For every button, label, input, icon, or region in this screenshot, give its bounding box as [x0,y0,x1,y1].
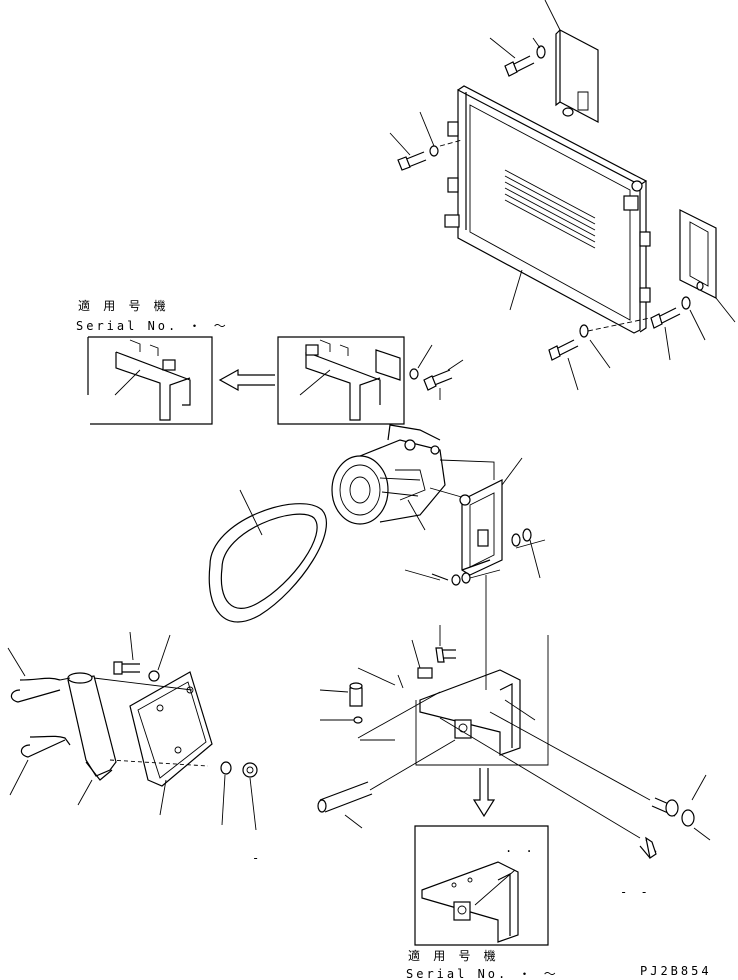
bolt-drier [113,631,171,682]
serial-line-2: Serial No. ・ ～ [406,967,559,980]
dot-mark: . . [505,841,536,855]
bolt-small [404,569,501,586]
serial-box-2: . . 適 用 号 機 Serial No. ・ ～ [406,825,559,980]
arrow-left [218,368,275,392]
receiver-drier [7,647,117,806]
bolt-top [489,37,546,77]
adjust-rod [317,739,456,829]
condenser-upper-bracket [544,0,599,123]
condenser [444,85,651,334]
serial-header-2: 適 用 号 機 [408,948,499,963]
compressor-bracket [459,457,546,579]
bolt-left [389,111,463,171]
pivot-bolt [651,774,711,841]
bolts-right [548,296,706,391]
compressor [331,424,495,531]
detail-frame [415,635,549,766]
figure-code: PJ2B854 [640,964,712,978]
serial-header-1: 適 用 号 機 [78,298,169,313]
bracket-box [277,336,464,425]
nut-washer: - [220,761,262,865]
serial-line-1: Serial No. ・ ～ [76,319,229,333]
serial-box-1: 適 用 号 機 Serial No. ・ ～ [76,298,229,425]
dash-1: - [252,851,262,865]
arrow-down [472,768,496,818]
tensioner-bracket [419,669,651,839]
drier-bracket [93,671,213,816]
v-belt [208,489,327,623]
condenser-side-bracket [679,209,736,323]
pin: - - [620,836,657,899]
dash-2: - - [620,885,651,899]
tensioner-bolts [319,625,456,741]
